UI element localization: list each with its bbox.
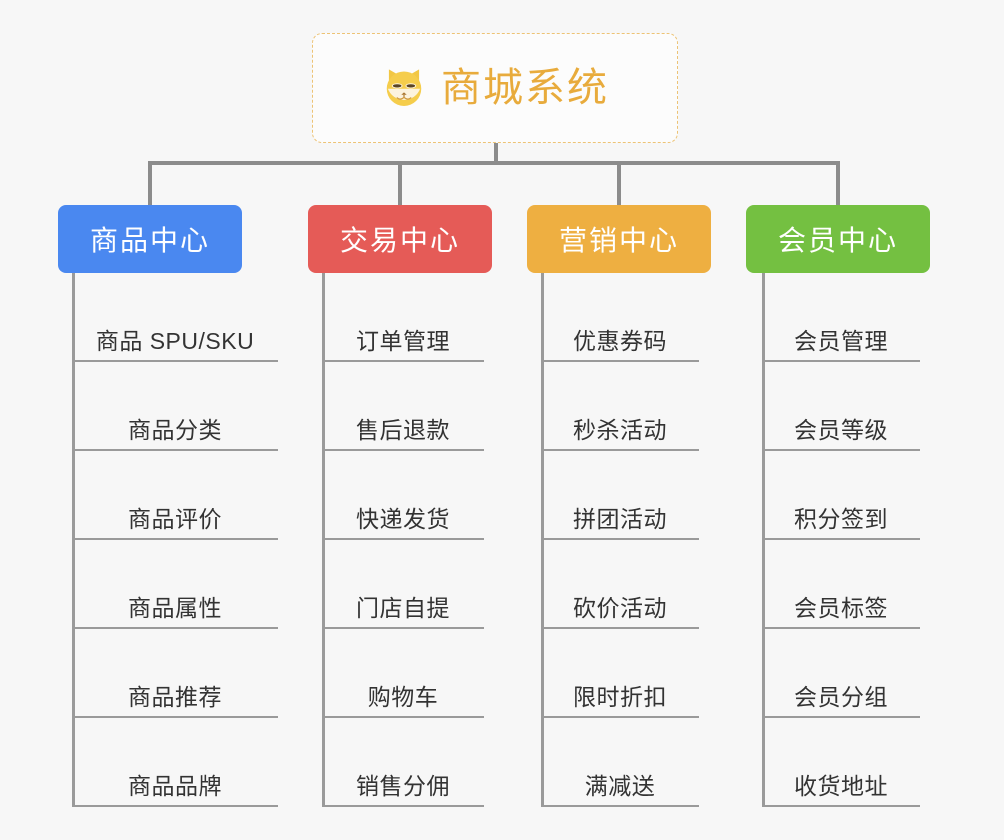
connector-horizontal-bus — [150, 161, 840, 165]
leaf-item-label: 购物车 — [367, 683, 439, 710]
root-title: 商城系统 — [441, 66, 609, 110]
leaf-item[interactable]: 积分签到 — [762, 451, 920, 540]
leaf-item-label: 会员分组 — [794, 683, 888, 710]
leaf-item-label: 售后退款 — [356, 416, 450, 443]
leaf-spine — [762, 273, 765, 807]
leaf-item[interactable]: 满减送 — [541, 718, 699, 807]
leaf-item-label: 销售分佣 — [356, 772, 450, 799]
leaf-item-label: 收货地址 — [794, 772, 888, 799]
leaf-column-2: 订单管理售后退款快递发货门店自提购物车销售分佣 — [322, 273, 484, 807]
leaf-item-label: 商品分类 — [128, 416, 222, 443]
leaf-item-label: 订单管理 — [356, 327, 450, 354]
root-node-shop-system[interactable]: 商城系统 — [312, 33, 678, 143]
leaf-item-label: 商品评价 — [128, 505, 222, 532]
leaf-item[interactable]: 秒杀活动 — [541, 362, 699, 451]
leaf-item[interactable]: 收货地址 — [762, 718, 920, 807]
leaf-item-label: 秒杀活动 — [573, 416, 667, 443]
leaf-spine — [322, 273, 325, 807]
connector-drop-3 — [617, 161, 621, 207]
leaf-item-label: 会员管理 — [794, 327, 888, 354]
leaf-item[interactable]: 快递发货 — [322, 451, 484, 540]
leaf-item-label: 商品 SPU/SKU — [95, 327, 255, 354]
connector-drop-1 — [148, 161, 152, 207]
leaf-item-label: 会员等级 — [794, 416, 888, 443]
leaf-item[interactable]: 售后退款 — [322, 362, 484, 451]
leaf-item[interactable]: 拼团活动 — [541, 451, 699, 540]
leaf-item[interactable]: 砍价活动 — [541, 540, 699, 629]
leaf-item-label: 满减送 — [584, 772, 656, 799]
category-title: 商品中心 — [89, 225, 210, 256]
leaf-item-label: 会员标签 — [794, 594, 888, 621]
connector-root-stem — [494, 143, 498, 164]
leaf-item[interactable]: 订单管理 — [322, 273, 484, 362]
leaf-item[interactable]: 优惠券码 — [541, 273, 699, 362]
leaf-item[interactable]: 商品推荐 — [72, 629, 278, 718]
connector-drop-2 — [398, 161, 402, 207]
category-title: 营销中心 — [558, 225, 679, 256]
leaf-item[interactable]: 会员标签 — [762, 540, 920, 629]
leaf-item-label: 优惠券码 — [573, 327, 667, 354]
shiba-dog-face-icon — [386, 69, 422, 106]
leaf-item-label: 积分签到 — [794, 505, 888, 532]
leaf-item-label: 拼团活动 — [573, 505, 667, 532]
leaf-item-label: 门店自提 — [356, 594, 450, 621]
leaf-item-label: 砍价活动 — [573, 594, 667, 621]
leaf-spine — [72, 273, 75, 807]
leaf-column-4: 会员管理会员等级积分签到会员标签会员分组收货地址 — [762, 273, 920, 807]
category-title: 交易中心 — [339, 225, 460, 256]
leaf-item-label: 商品推荐 — [128, 683, 222, 710]
leaf-spine — [541, 273, 544, 807]
leaf-item[interactable]: 销售分佣 — [322, 718, 484, 807]
leaf-item[interactable]: 商品评价 — [72, 451, 278, 540]
leaf-item[interactable]: 会员管理 — [762, 273, 920, 362]
leaf-item[interactable]: 限时折扣 — [541, 629, 699, 718]
leaf-item[interactable]: 会员分组 — [762, 629, 920, 718]
category-box-2[interactable]: 交易中心 — [308, 205, 492, 273]
leaf-item-label: 限时折扣 — [573, 683, 667, 710]
leaf-item-label: 商品属性 — [128, 594, 222, 621]
leaf-item-label: 快递发货 — [356, 505, 450, 532]
leaf-item[interactable]: 商品 SPU/SKU — [72, 273, 278, 362]
category-box-3[interactable]: 营销中心 — [527, 205, 711, 273]
leaf-item[interactable]: 门店自提 — [322, 540, 484, 629]
leaf-column-3: 优惠券码秒杀活动拼团活动砍价活动限时折扣满减送 — [541, 273, 699, 807]
category-box-1[interactable]: 商品中心 — [58, 205, 242, 273]
leaf-column-1: 商品 SPU/SKU 商品分类商品评价商品属性商品推荐商品品牌 — [72, 273, 278, 807]
leaf-item-label: 商品品牌 — [128, 772, 222, 799]
leaf-item[interactable]: 会员等级 — [762, 362, 920, 451]
category-box-4[interactable]: 会员中心 — [746, 205, 930, 273]
category-title: 会员中心 — [777, 225, 898, 256]
connector-drop-4 — [836, 161, 840, 207]
leaf-item[interactable]: 购物车 — [322, 629, 484, 718]
leaf-item[interactable]: 商品属性 — [72, 540, 278, 629]
leaf-item[interactable]: 商品分类 — [72, 362, 278, 451]
leaf-item[interactable]: 商品品牌 — [72, 718, 278, 807]
